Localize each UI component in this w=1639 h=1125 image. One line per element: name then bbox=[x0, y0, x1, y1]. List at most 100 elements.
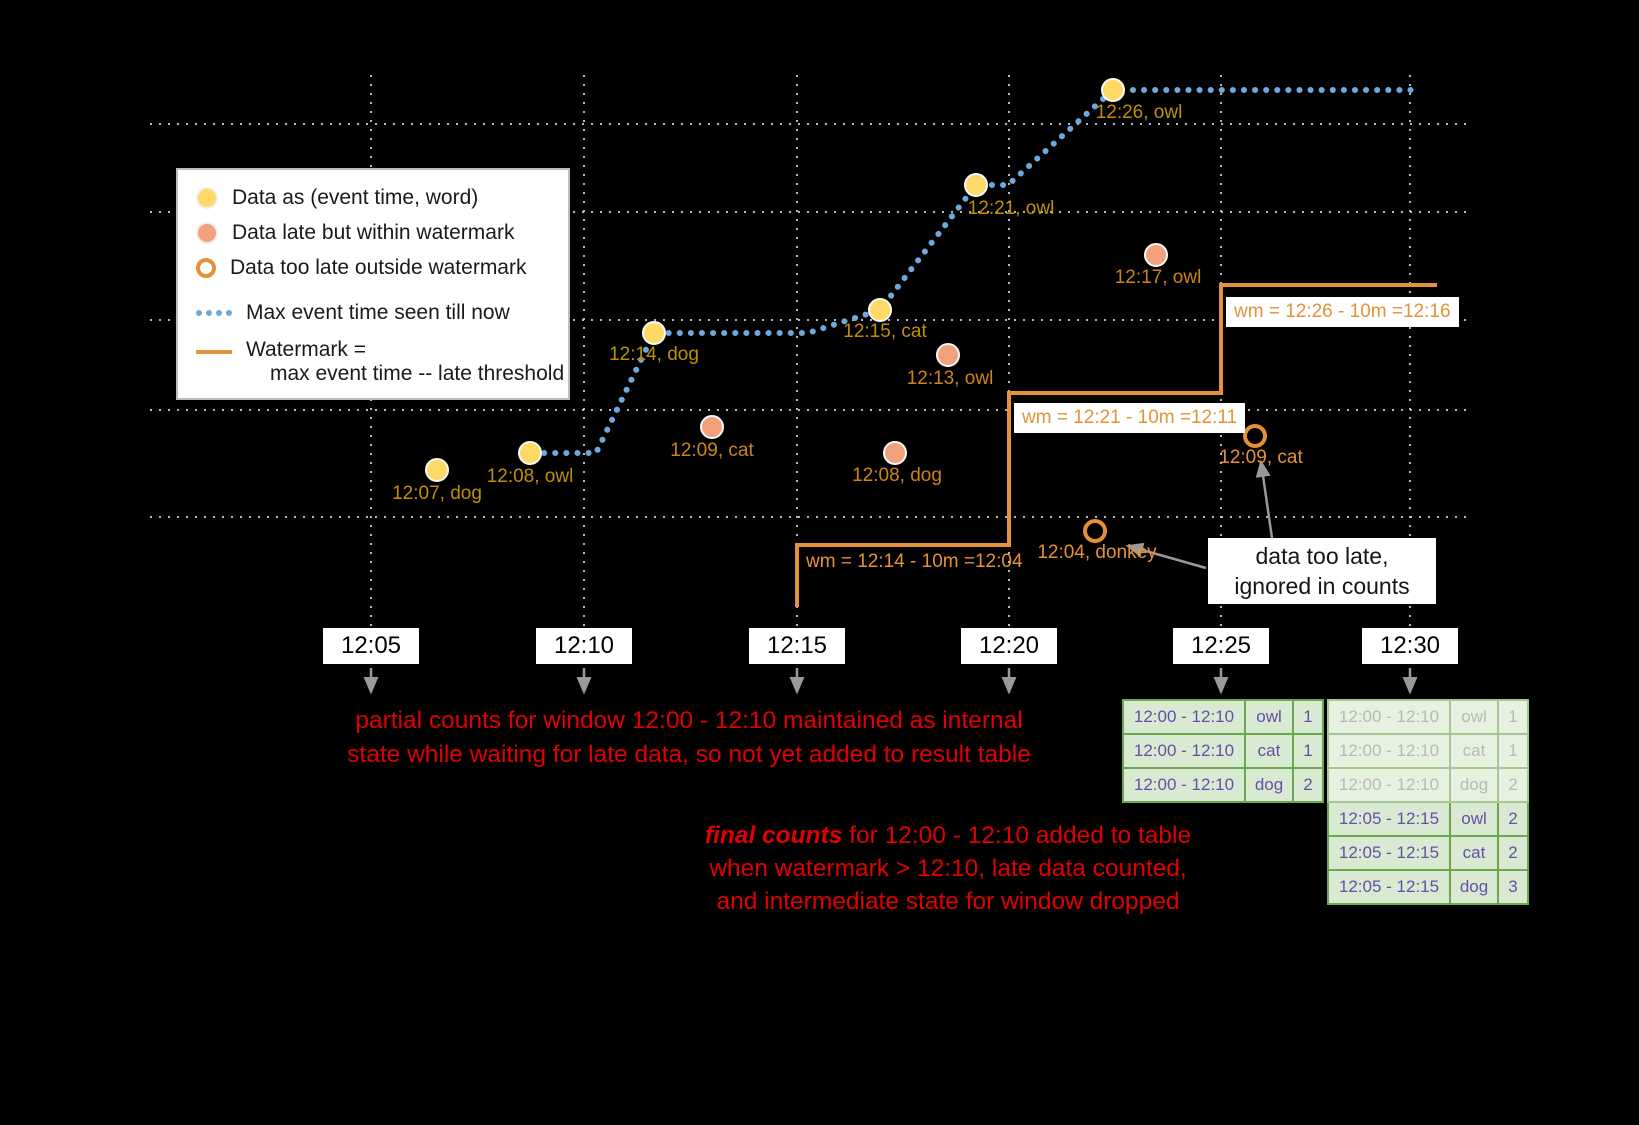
legend: Data as (event time, word) Data late but… bbox=[176, 168, 570, 400]
result-table-12-25: 12:00 - 12:10 owl 1 12:00 - 12:10 cat 1 … bbox=[1122, 699, 1324, 803]
result-table-12-30: 12:00 - 12:10 owl 1 12:00 - 12:10 cat 1 … bbox=[1327, 699, 1529, 905]
count-cell: 1 bbox=[1292, 699, 1324, 735]
too-late-points bbox=[1083, 424, 1267, 543]
late-dot-icon bbox=[196, 221, 218, 244]
ontime-point-icon bbox=[425, 458, 449, 482]
count-cell: 2 bbox=[1497, 767, 1529, 803]
point-label: 12:08, dog bbox=[852, 465, 942, 486]
final-counts-line1-rest: for 12:00 - 12:10 added to table bbox=[842, 822, 1192, 849]
legend-item-ontime: Data as (event time, word) bbox=[196, 180, 568, 215]
too-late-callout-line1: data too late, bbox=[1255, 543, 1389, 569]
partial-counts-line1: partial counts for window 12:00 - 12:10 … bbox=[355, 707, 1023, 734]
too-late-dot-icon bbox=[196, 257, 216, 278]
table-row-dropped: 12:00 - 12:10 dog 2 bbox=[1327, 767, 1529, 803]
final-counts-emphasis: final counts bbox=[704, 822, 843, 849]
ontime-point-icon bbox=[868, 298, 892, 322]
watermark-label-2: wm = 12:21 - 10m =12:11 bbox=[1014, 403, 1246, 433]
tick-12-10: 12:10 bbox=[536, 628, 632, 664]
point-label: 12:15, cat bbox=[843, 321, 927, 342]
table-row-dropped: 12:00 - 12:10 owl 1 bbox=[1327, 699, 1529, 735]
word-cell: dog bbox=[1449, 767, 1499, 803]
point-label: 12:21, owl bbox=[967, 198, 1055, 219]
legend-watermark-text: Watermark = max event time -- late thres… bbox=[246, 338, 564, 386]
table-row: 12:00 - 12:10 cat 1 bbox=[1122, 733, 1324, 769]
legend-label: Watermark = bbox=[246, 338, 366, 361]
final-counts-note: final counts for 12:00 - 12:10 added to … bbox=[645, 819, 1251, 918]
final-counts-line3: and intermediate state for window droppe… bbox=[716, 888, 1180, 915]
word-cell: cat bbox=[1244, 733, 1294, 769]
legend-item-max-event-line: Max event time seen till now bbox=[196, 295, 568, 330]
tick-12-30: 12:30 bbox=[1362, 628, 1458, 664]
count-cell: 1 bbox=[1497, 699, 1529, 735]
legend-label: max event time -- late threshold bbox=[270, 362, 565, 385]
tick-12-25: 12:25 bbox=[1173, 628, 1269, 664]
tick-arrows bbox=[363, 668, 1418, 695]
legend-item-too-late: Data too late outside watermark bbox=[196, 250, 568, 285]
point-label: 12:07, dog bbox=[392, 483, 482, 504]
final-counts-line1: final counts for 12:00 - 12:10 added to … bbox=[645, 819, 1251, 852]
word-cell: cat bbox=[1449, 835, 1499, 871]
ontime-point-icon bbox=[518, 441, 542, 465]
point-label: 12:26, owl bbox=[1095, 102, 1183, 123]
point-label: 12:14, dog bbox=[609, 344, 699, 365]
late-point-icon bbox=[883, 441, 907, 465]
point-label: 12:13, owl bbox=[906, 368, 994, 389]
point-label: 12:09, cat bbox=[670, 440, 754, 461]
point-label: 12:17, owl bbox=[1114, 267, 1202, 288]
table-row: 12:05 - 12:15 cat 2 bbox=[1327, 835, 1529, 871]
count-cell: 2 bbox=[1292, 767, 1324, 803]
count-cell: 3 bbox=[1497, 869, 1529, 905]
table-row: 12:05 - 12:15 dog 3 bbox=[1327, 869, 1529, 905]
count-cell: 2 bbox=[1497, 835, 1529, 871]
late-points bbox=[700, 243, 1168, 465]
legend-label: Data as (event time, word) bbox=[232, 185, 479, 209]
legend-label: Data too late outside watermark bbox=[230, 255, 527, 279]
max-event-time-line bbox=[530, 87, 1416, 456]
window-cell: 12:05 - 12:15 bbox=[1327, 801, 1451, 837]
table-row-dropped: 12:00 - 12:10 cat 1 bbox=[1327, 733, 1529, 769]
partial-counts-note: partial counts for window 12:00 - 12:10 … bbox=[336, 704, 1042, 772]
ontime-point-icon bbox=[964, 173, 988, 197]
word-cell: owl bbox=[1244, 699, 1294, 735]
legend-label: Max event time seen till now bbox=[246, 300, 510, 324]
word-cell: cat bbox=[1449, 733, 1499, 769]
count-cell: 2 bbox=[1497, 801, 1529, 837]
legend-item-watermark: Watermark = max event time -- late thres… bbox=[196, 338, 568, 386]
window-cell: 12:00 - 12:10 bbox=[1327, 699, 1451, 735]
dotted-line-icon bbox=[196, 309, 232, 316]
ontime-point-icon bbox=[642, 321, 666, 345]
legend-item-late: Data late but within watermark bbox=[196, 215, 568, 250]
word-cell: owl bbox=[1449, 801, 1499, 837]
window-cell: 12:00 - 12:10 bbox=[1327, 767, 1451, 803]
ontime-points bbox=[425, 78, 1125, 482]
window-cell: 12:00 - 12:10 bbox=[1327, 733, 1451, 769]
watermark-label-3: wm = 12:26 - 10m =12:16 bbox=[1226, 297, 1459, 327]
window-cell: 12:00 - 12:10 bbox=[1122, 699, 1246, 735]
window-cell: 12:00 - 12:10 bbox=[1122, 733, 1246, 769]
late-point-icon bbox=[936, 343, 960, 367]
point-label: 12:08, owl bbox=[486, 466, 574, 487]
final-counts-line2: when watermark > 12:10, late data counte… bbox=[709, 855, 1187, 882]
table-row: 12:00 - 12:10 dog 2 bbox=[1122, 767, 1324, 803]
tick-12-05: 12:05 bbox=[323, 628, 419, 664]
too-late-point-icon bbox=[1243, 424, 1267, 448]
count-cell: 1 bbox=[1292, 733, 1324, 769]
ontime-point-icon bbox=[1101, 78, 1125, 102]
partial-counts-line2: state while waiting for late data, so no… bbox=[347, 741, 1031, 768]
window-cell: 12:00 - 12:10 bbox=[1122, 767, 1246, 803]
table-row: 12:05 - 12:15 owl 2 bbox=[1327, 801, 1529, 837]
too-late-callout-line2: ignored in counts bbox=[1234, 573, 1410, 599]
too-late-callout: data too late, ignored in counts bbox=[1208, 538, 1436, 604]
word-cell: dog bbox=[1244, 767, 1294, 803]
window-cell: 12:05 - 12:15 bbox=[1327, 869, 1451, 905]
too-late-note-arrows bbox=[1125, 459, 1274, 570]
window-cell: 12:05 - 12:15 bbox=[1327, 835, 1451, 871]
watermark-step-line bbox=[795, 283, 1437, 607]
solid-line-icon bbox=[196, 350, 232, 354]
table-row: 12:00 - 12:10 owl 1 bbox=[1122, 699, 1324, 735]
point-label: 12:04, donkey bbox=[1037, 542, 1157, 563]
legend-label: Data late but within watermark bbox=[232, 220, 515, 244]
tick-12-20: 12:20 bbox=[961, 628, 1057, 664]
